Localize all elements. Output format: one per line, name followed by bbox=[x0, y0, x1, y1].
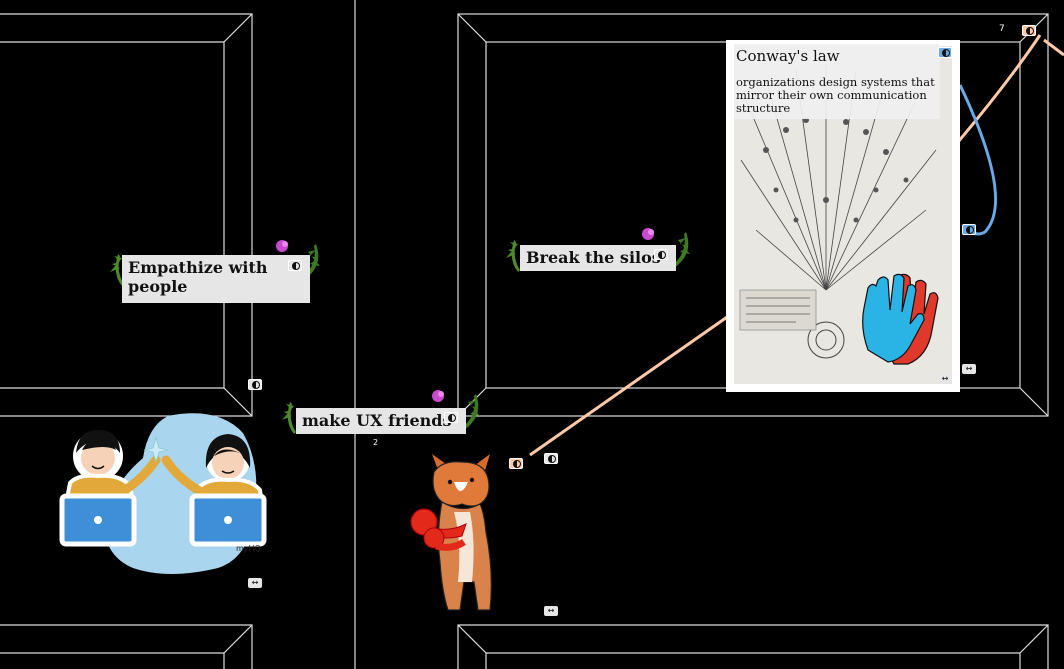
high-five-illustration[interactable]: myHQ bbox=[48, 408, 268, 578]
resize-icon[interactable]: ↔ bbox=[938, 374, 952, 384]
peach-connection-line-edge bbox=[1043, 38, 1064, 57]
flower-icon bbox=[276, 240, 288, 252]
connector-icon[interactable] bbox=[654, 249, 668, 260]
resize-icon[interactable]: ↔ bbox=[962, 364, 976, 374]
fern-icon bbox=[110, 254, 124, 286]
conway-body: organizations design systems that mirror… bbox=[736, 75, 935, 115]
card-text: Empathize with people bbox=[128, 258, 268, 296]
fern-icon bbox=[506, 240, 520, 272]
peach-connection-line bbox=[529, 313, 731, 457]
flower-icon bbox=[642, 228, 654, 240]
fern-icon bbox=[282, 402, 296, 434]
connector-icon[interactable] bbox=[248, 379, 262, 390]
empathize-decorations bbox=[110, 240, 320, 286]
silos-decorations bbox=[506, 228, 690, 272]
card-friends[interactable]: make UX friends bbox=[296, 408, 466, 434]
brand-text: myHQ bbox=[236, 544, 261, 553]
fern-icon bbox=[302, 244, 320, 280]
card-text: make UX friends bbox=[302, 411, 452, 430]
card-silos[interactable]: Break the silos bbox=[520, 245, 676, 271]
card-text: Break the silos bbox=[526, 248, 661, 267]
corgi-boxing-illustration[interactable] bbox=[402, 452, 502, 620]
resize-icon[interactable]: ↔ bbox=[544, 606, 558, 616]
counter-label: 2 bbox=[373, 438, 379, 447]
peach-connection-line-top bbox=[956, 34, 1042, 143]
fern-icon bbox=[672, 232, 690, 268]
flower-icon bbox=[432, 390, 444, 402]
hands-icon bbox=[862, 273, 939, 365]
connector-icon[interactable] bbox=[544, 453, 558, 464]
card-empathize[interactable]: Empathize with people bbox=[122, 255, 310, 303]
friends-decorations bbox=[282, 390, 480, 434]
blue-connection-line bbox=[958, 84, 998, 236]
counter-label: 7 bbox=[999, 24, 1005, 34]
connector-icon[interactable] bbox=[509, 458, 523, 469]
connector-icon[interactable] bbox=[938, 47, 952, 58]
connector-icon[interactable] bbox=[962, 224, 976, 235]
fern-icon bbox=[462, 394, 480, 430]
connector-icon[interactable] bbox=[288, 260, 302, 271]
connector-icon[interactable] bbox=[1022, 25, 1036, 36]
conway-card[interactable]: Conway's law organizations design system… bbox=[726, 40, 960, 392]
conway-title: Conway's law bbox=[736, 47, 840, 65]
conway-text-block: Conway's law organizations design system… bbox=[734, 44, 940, 119]
resize-icon[interactable]: ↔ bbox=[248, 578, 262, 588]
connector-icon[interactable] bbox=[444, 412, 458, 423]
